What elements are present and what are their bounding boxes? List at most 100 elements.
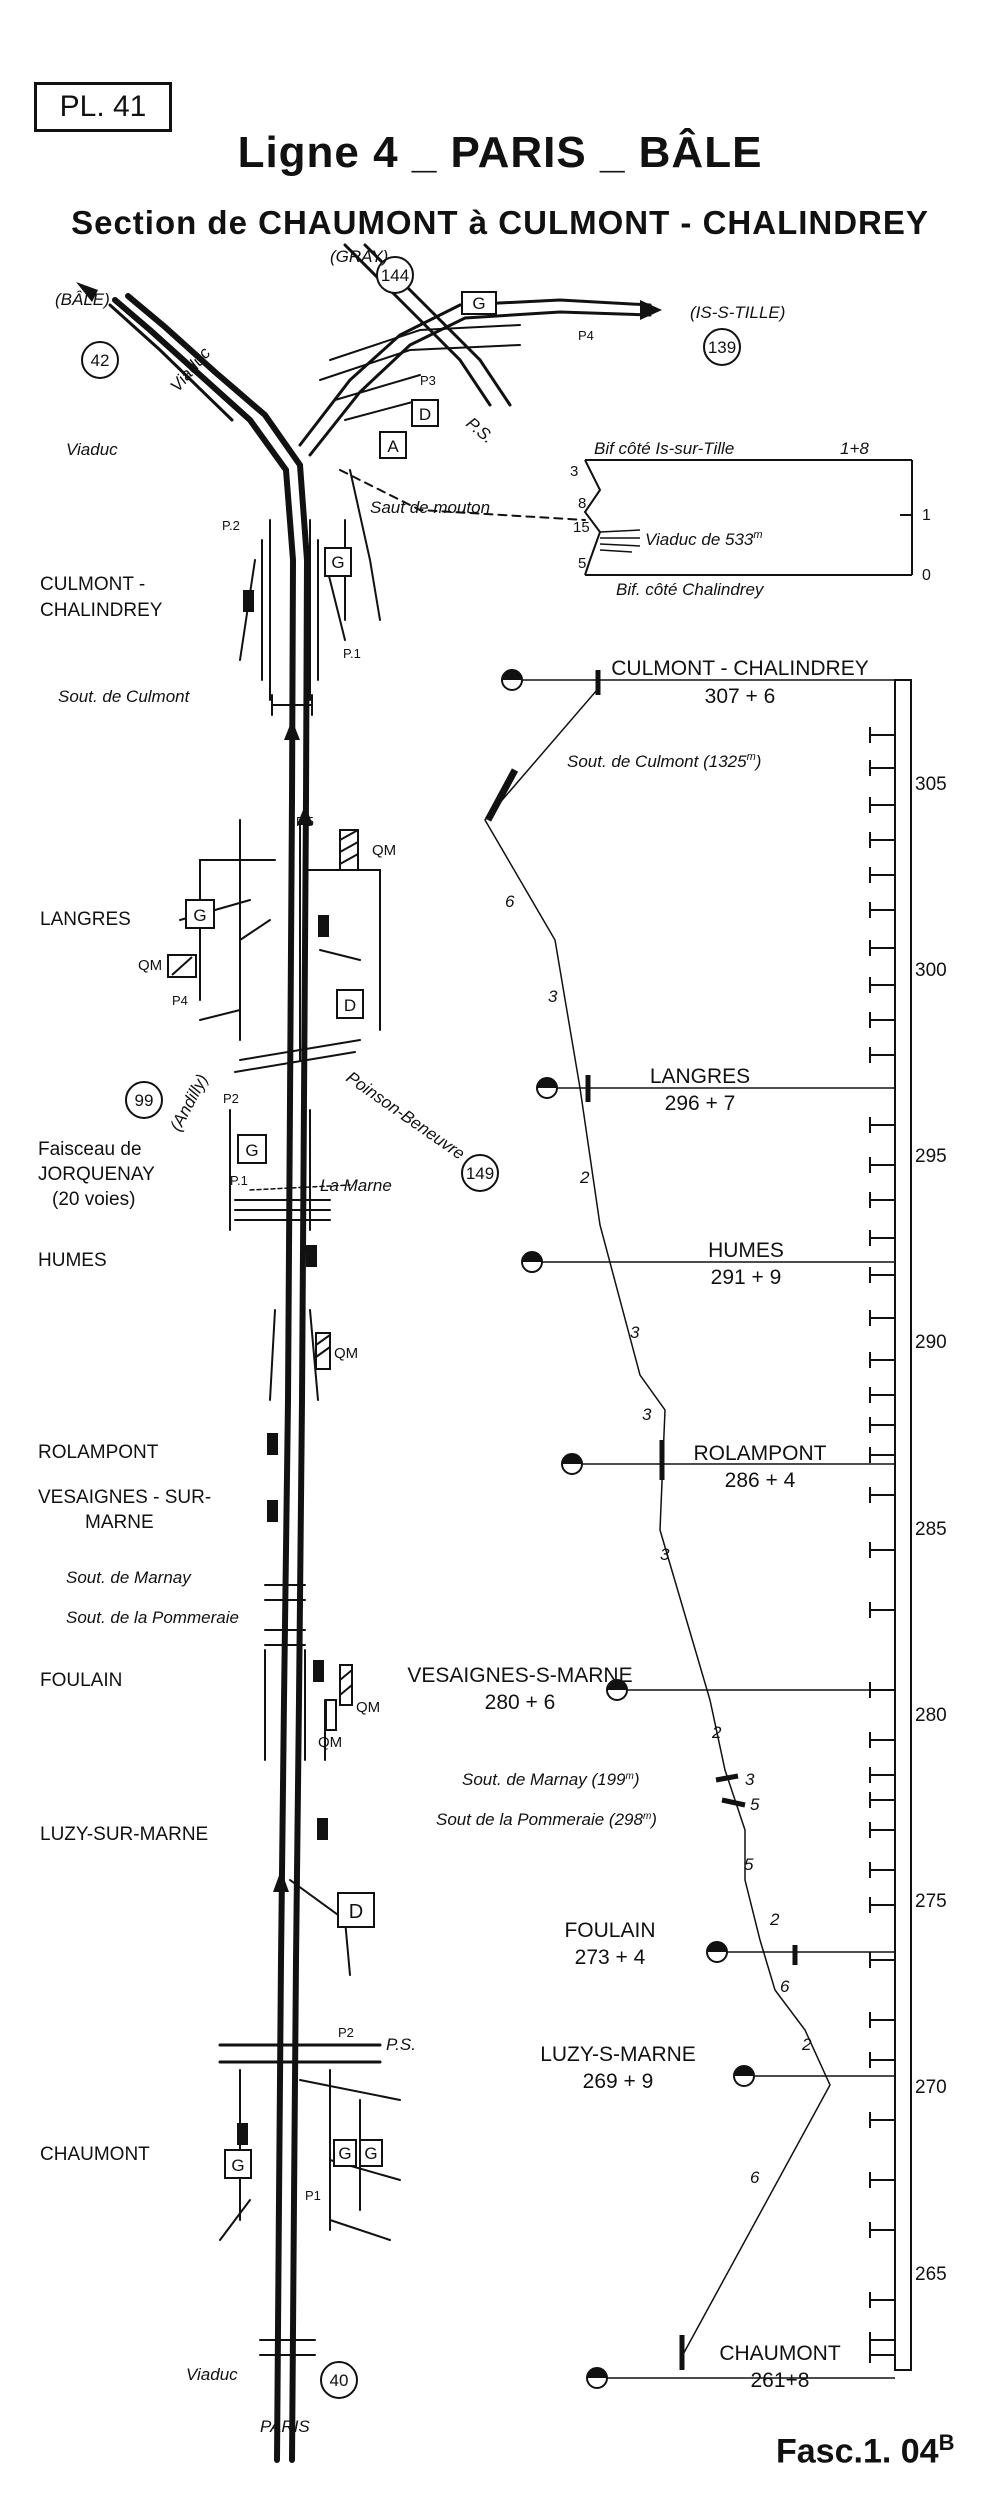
km-305: 305 bbox=[915, 774, 947, 795]
label-viaduc-2: Viaduc bbox=[66, 440, 118, 459]
jorquenay-yard bbox=[229, 1109, 331, 1231]
profile-tunnel-culmont: Sout. de Culmont (1325m) bbox=[567, 751, 761, 771]
km-tick-35 bbox=[869, 2222, 895, 2238]
km-tick-30 bbox=[869, 1952, 895, 1968]
profile-name-vesaignes: VESAIGNES-S-MARNE bbox=[407, 1664, 632, 1687]
profile-km-chaumont: 261+8 bbox=[751, 2369, 810, 2392]
g-letter-langres: G bbox=[193, 906, 206, 925]
km-tick-21 bbox=[869, 1542, 895, 1558]
km-tick-7 bbox=[869, 977, 895, 993]
post-culmont-p3: P3 bbox=[420, 373, 436, 388]
inset-viaduc-hatch bbox=[599, 529, 641, 553]
label-viaduc-3: Viaduc bbox=[186, 2365, 238, 2384]
profile-tunnel-marnay: Sout. de Marnay (199m) bbox=[462, 1770, 640, 1789]
profile-name-foulain: FOULAIN bbox=[564, 1919, 655, 1942]
qm-boxes bbox=[167, 829, 359, 1731]
km-tick-20 bbox=[869, 1487, 895, 1503]
gradient-5: 3 bbox=[642, 1405, 652, 1424]
gradient-values: 6 3 2 3 3 3 2 3 5 5 2 6 2 6 bbox=[505, 892, 812, 2187]
km-tick-18 bbox=[869, 1417, 895, 1433]
g-box-jorquenay bbox=[237, 1134, 267, 1164]
tunnel-pommeraie-unit: m bbox=[643, 1811, 651, 1822]
label-sout-marnay: Sout. de Marnay bbox=[66, 1568, 192, 1587]
profile-name-chaumont: CHAUMONT bbox=[719, 2342, 840, 2365]
tunnel-marnay-profile bbox=[715, 1773, 746, 1808]
inset-tick-8: 8 bbox=[578, 495, 586, 512]
km-tick-9 bbox=[869, 1047, 895, 1063]
tunnel-pommeraie-close: ) bbox=[649, 1810, 657, 1829]
station-luzy: LUZY-SUR-MARNE bbox=[40, 1824, 208, 1845]
post-langres-p2: P2 bbox=[223, 1091, 239, 1106]
km-tick-29 bbox=[869, 1897, 895, 1913]
station-dot-half-2 bbox=[522, 1252, 542, 1262]
gradient-8: 3 bbox=[745, 1770, 755, 1789]
station-dot-half-7 bbox=[587, 2368, 607, 2378]
profile-km-culmont: 307 + 6 bbox=[705, 685, 776, 708]
km-tick-17 bbox=[869, 1387, 895, 1403]
km-tick-14 bbox=[869, 1267, 895, 1283]
label-is-sur-tille: (IS-S-TILLE) bbox=[690, 303, 785, 322]
km-tick-11 bbox=[869, 1157, 895, 1173]
station-foulain: FOULAIN bbox=[40, 1670, 122, 1691]
inset-viaduc-text: Viaduc de 533 bbox=[645, 530, 754, 549]
km-tick-26 bbox=[869, 1792, 895, 1808]
circle-139 bbox=[703, 328, 741, 366]
km-tick-31 bbox=[869, 2012, 895, 2028]
km-tick-24 bbox=[869, 1732, 895, 1748]
inset-viaduc-unit: m bbox=[753, 529, 762, 541]
km-tick-10 bbox=[869, 1117, 895, 1133]
g-letter-chaumont-3: G bbox=[364, 2144, 377, 2163]
km-tick-15 bbox=[869, 1310, 895, 1326]
km-tick-22 bbox=[869, 1602, 895, 1618]
km-tick-1 bbox=[869, 760, 895, 776]
inset-frame bbox=[583, 459, 913, 576]
d-box-culmont bbox=[411, 399, 439, 427]
g-letter-jorquenay: G bbox=[245, 1141, 258, 1160]
gradient-1: 6 bbox=[505, 892, 515, 911]
qm-box-humes bbox=[315, 1332, 331, 1370]
km-tick-38 bbox=[869, 2347, 895, 2363]
gradient-14: 6 bbox=[750, 2168, 760, 2187]
line-40: 40 bbox=[330, 2371, 349, 2390]
langres-yard bbox=[179, 819, 381, 1061]
profile-km-luzy: 269 + 9 bbox=[583, 2070, 654, 2093]
arrow-to-is-sur-tille bbox=[640, 300, 662, 320]
arrow-to-bale bbox=[76, 282, 98, 302]
code-boxes bbox=[185, 291, 497, 2179]
label-ps-2: P.S. bbox=[386, 2035, 416, 2054]
post-culmont-p2: P.2 bbox=[222, 518, 240, 533]
station-vesaignes-line2: MARNE bbox=[85, 1512, 154, 1533]
g-box-langres bbox=[185, 899, 215, 929]
station-rolampont: ROLAMPONT bbox=[38, 1442, 159, 1463]
profile-station-names: CULMONT - CHALINDREY 307 + 6 LANGRES 296… bbox=[407, 657, 868, 2392]
circle-99 bbox=[125, 1081, 163, 1119]
km-tick-8 bbox=[869, 1012, 895, 1028]
station-lines bbox=[520, 679, 895, 2379]
post-culmont-p4: P4 bbox=[578, 328, 594, 343]
post-langres-p1: P.1 bbox=[230, 1173, 248, 1188]
profile-name-rolampont: ROLAMPONT bbox=[693, 1442, 826, 1465]
main-line bbox=[112, 297, 297, 2463]
km-tick-13 bbox=[869, 1230, 895, 1246]
km-tick-36 bbox=[869, 2292, 895, 2308]
branch-is-sur-tille bbox=[298, 298, 652, 447]
fascicule-label: Fasc.1. 04 bbox=[776, 2432, 939, 2471]
qm-box-langres-south bbox=[167, 954, 197, 978]
gradient-9: 5 bbox=[750, 1795, 760, 1814]
profile-km-vesaignes: 280 + 6 bbox=[485, 1691, 556, 1714]
foulain-building bbox=[313, 1660, 324, 1682]
d-box-chaumont-north bbox=[337, 1892, 375, 1928]
circle-144 bbox=[376, 256, 414, 294]
station-jorquenay-line1: Faisceau de bbox=[38, 1139, 142, 1160]
km-tick-5 bbox=[869, 902, 895, 918]
inset-scale-1: 1 bbox=[922, 507, 931, 524]
km-tick-16 bbox=[869, 1352, 895, 1368]
km-300: 300 bbox=[915, 960, 947, 981]
profile-km-langres: 296 + 7 bbox=[665, 1092, 736, 1115]
km-tick-25 bbox=[869, 1767, 895, 1783]
line-99: 99 bbox=[135, 1091, 154, 1110]
station-bold-ticks bbox=[585, 670, 798, 2370]
profile-name-langres: LANGRES bbox=[650, 1065, 750, 1088]
a-box-culmont bbox=[379, 431, 407, 459]
